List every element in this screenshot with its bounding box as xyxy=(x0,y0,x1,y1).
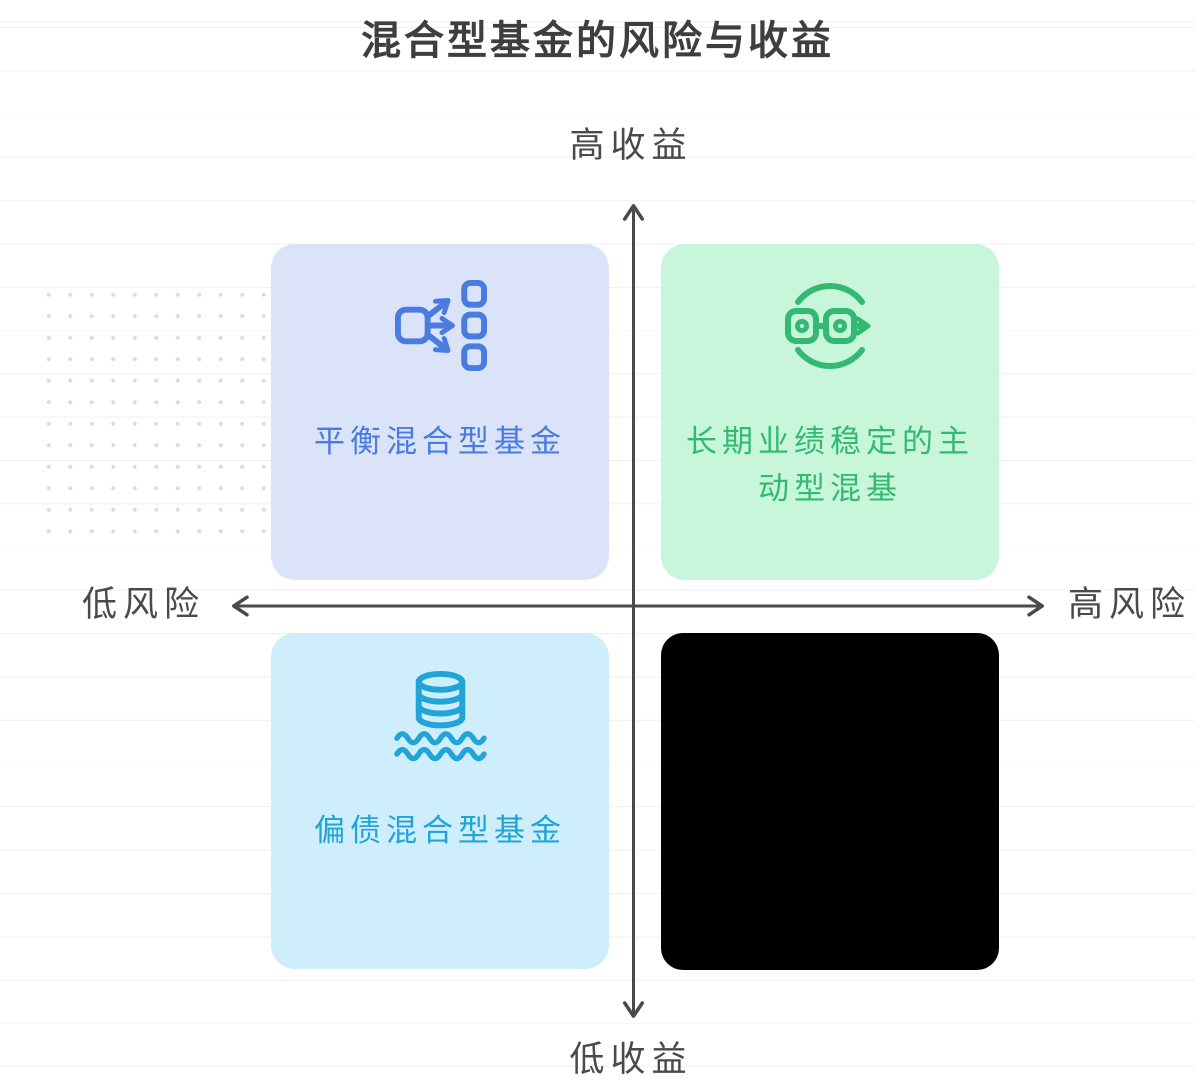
decorative-dot-grid xyxy=(38,284,272,537)
workflow-cycle-icon xyxy=(785,282,880,369)
icon-box xyxy=(780,278,880,373)
axis-label-low-risk: 低风险 xyxy=(81,585,205,624)
quadrant-label: 偏债混合型基金 xyxy=(314,813,566,848)
floating-database-icon xyxy=(393,670,487,762)
axis-label-high-return: 高收益 xyxy=(569,126,693,165)
distribution-icon xyxy=(394,279,487,372)
quadrant-active-hybrid-fund: 长期业绩稳定的主动型混基 xyxy=(661,244,999,580)
quadrant-bond-biased-hybrid-fund: 偏债混合型基金 xyxy=(271,633,609,969)
axis-label-high-risk: 高风险 xyxy=(1068,585,1192,624)
axis-label-low-return: 低收益 xyxy=(569,1040,693,1079)
icon-box xyxy=(393,278,488,373)
icon-box xyxy=(393,667,488,762)
quadrant-label: 长期业绩稳定的主动型混基 xyxy=(686,424,974,506)
quadrant-label: 平衡混合型基金 xyxy=(314,424,566,459)
quadrant-black-empty xyxy=(661,633,999,970)
quadrant-balanced-hybrid-fund: 平衡混合型基金 xyxy=(271,244,609,580)
page-title: 混合型基金的风险与收益 xyxy=(361,18,834,63)
